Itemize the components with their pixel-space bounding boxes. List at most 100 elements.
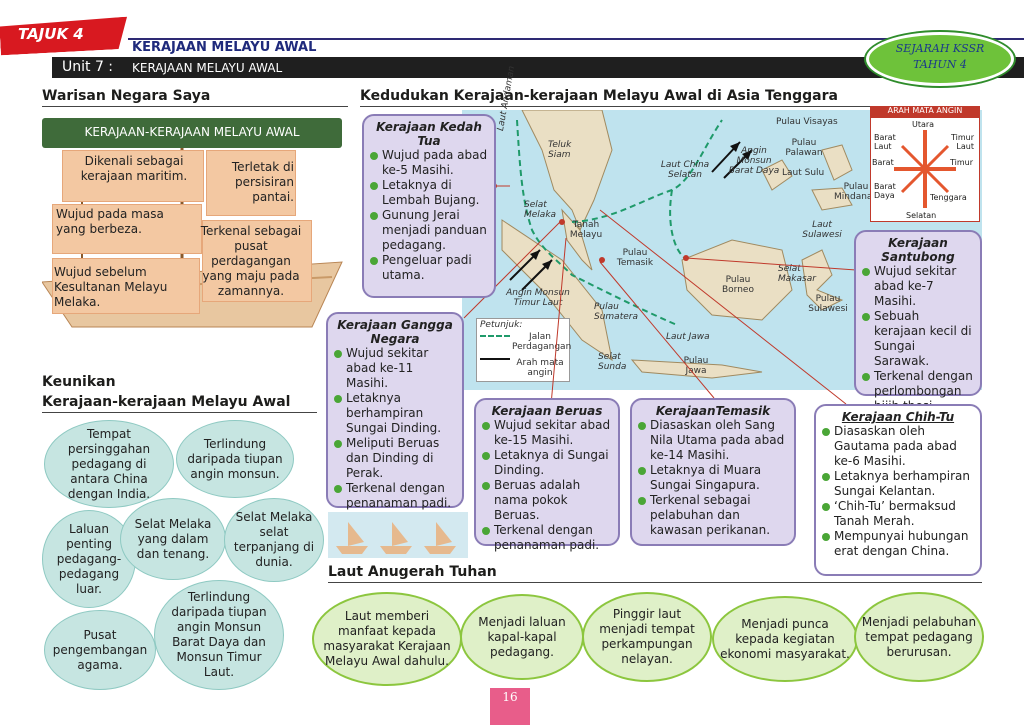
subject-badge-line2: TAHUN 4 <box>913 58 967 71</box>
kingdom-fact: Letaknya di Lembah Bujang. <box>370 178 488 208</box>
sail <box>52 258 200 314</box>
unique-bubble: Selat Melaka selat terpanjang di dunia. <box>224 498 324 582</box>
kingdom-card-kedah: Kerajaan Kedah Tua Wujud pada abad ke-5 … <box>362 114 496 298</box>
ships-strip <box>328 512 468 558</box>
unique-bubble: Pusat pengembangan agama. <box>44 610 156 690</box>
compass-title: ARAH MATA ANGIN <box>870 106 980 118</box>
page-number-box <box>490 688 530 725</box>
title-bar <box>128 38 1024 57</box>
sail <box>52 204 202 254</box>
map-label: Selat Makasar <box>778 264 816 284</box>
map-label: Angin Monsun Barat Daya <box>728 146 780 176</box>
kingdom-fact: Terkenal sebagai pelabuhan dan kawasan p… <box>638 493 788 538</box>
compass-e: Timur <box>950 158 974 167</box>
wind-arrow-legend-icon <box>480 358 510 360</box>
kingdom-title: Kerajaan Santubong <box>881 236 955 264</box>
map-label: Laut Sulawesi <box>802 220 842 240</box>
kingdom-fact: Wujud sekitar abad ke-7 Masihi. <box>862 264 974 309</box>
map-label: Teluk Siam <box>548 140 572 160</box>
kingdom-card-gangga: Kerajaan Gangga Negara Wujud sekitar aba… <box>326 312 464 511</box>
map-label: Pulau Mindanao <box>834 182 878 202</box>
sail-text: Wujud sebelum Kesultanan Melayu Melaka. <box>54 265 168 309</box>
sail <box>202 220 312 302</box>
sea-benefit: Laut memberi manfaat kepada masyarakat K… <box>312 592 462 686</box>
map-label: Selat Melaka <box>524 200 557 220</box>
kingdom-card-chihtu: Kerajaan Chih-Tu Diasaskan oleh Gautama … <box>814 404 982 576</box>
kingdom-fact: Letaknya berhampiran Sungai Kelantan. <box>822 469 974 499</box>
kingdom-title: KerajaanTemasik <box>655 404 771 418</box>
map-label: Pulau Sumatera <box>594 302 638 322</box>
kingdom-fact: Letaknya berhampiran Sungai Dinding. <box>334 391 456 436</box>
section-heading-keunikan-2: Kerajaan-kerajaan Melayu Awal <box>42 394 291 410</box>
kingdom-fact: Terkenal dengan penanaman padi. <box>482 523 612 553</box>
map-label: Pulau Sulawesi <box>808 294 848 314</box>
unit-title: KERAJAAN MELAYU AWAL <box>132 61 283 75</box>
map-label: Pulau Borneo <box>722 275 754 295</box>
map-label: Laut Jawa <box>666 332 710 342</box>
kingdom-fact: Letaknya di Muara Sungai Singapura. <box>638 463 788 493</box>
compass-star-icon <box>894 130 956 208</box>
map-label: Pulau Palawan <box>785 138 823 158</box>
kingdom-fact: Letaknya di Sungai Dinding. <box>482 448 612 478</box>
divider <box>328 582 982 583</box>
kingdom-fact: Wujud sekitar abad ke-11 Masihi. <box>334 346 456 391</box>
subject-badge-line1: SEJARAH KSSR <box>895 42 985 55</box>
sail-text: Wujud pada masa yang berbeza. <box>56 207 164 236</box>
map-label: Pulau Temasik <box>616 248 654 268</box>
kingdom-card-temasik: KerajaanTemasik Diasaskan oleh Sang Nila… <box>630 398 796 546</box>
banner <box>42 118 342 148</box>
sea-benefit: Menjadi pelabuhan tempat pedagang beruru… <box>854 592 984 682</box>
kingdom-fact: ‘Chih-Tu’ bermaksud Tanah Merah. <box>822 499 974 529</box>
kingdom-fact: Diasaskan oleh Sang Nila Utama pada abad… <box>638 418 788 463</box>
kingdom-fact: Meliputi Beruas dan Dinding di Perak. <box>334 436 456 481</box>
divider <box>42 412 317 413</box>
kingdom-fact: Gunung Jerai menjadi panduan pedagang. <box>370 208 488 253</box>
subject-badge <box>866 32 1014 86</box>
legend-title: Petunjuk: <box>480 320 523 330</box>
section-heading-map: Kedudukan Kerajaan-kerajaan Melayu Awal … <box>360 88 838 104</box>
section-heading-warisan: Warisan Negara Saya <box>42 88 211 104</box>
map-label: Pulau Jawa <box>683 356 709 376</box>
page-number: 16 <box>502 690 518 704</box>
sail-text: Terletak di persisiran pantai. <box>231 160 294 204</box>
map-label: Tanah Melayu <box>569 220 603 240</box>
unit-bar <box>52 57 1024 78</box>
compass-ne: Timur Laut <box>950 133 974 151</box>
kingdom-fact: Beruas adalah nama pokok Beruas. <box>482 478 612 523</box>
unique-bubble: Laluan penting pedagang-pedagang luar. <box>42 510 136 608</box>
divider <box>360 106 980 107</box>
compass-sw: Barat Daya <box>874 182 896 200</box>
map-label: Laut Sulu <box>782 168 825 178</box>
section-heading-laut: Laut Anugerah Tuhan <box>328 564 497 580</box>
sail <box>206 150 296 216</box>
kingdom-title: Kerajaan Gangga Negara <box>337 318 453 346</box>
compass-w: Barat <box>872 158 894 167</box>
kingdom-fact: Sebuah kerajaan kecil di Sungai Sarawak. <box>862 309 974 369</box>
map-label: Laut China Selatan <box>660 160 710 180</box>
compass-se: Tenggara <box>930 193 967 202</box>
kingdom-title: Kerajaan Chih-Tu <box>841 410 955 424</box>
kingdom-fact: Wujud sekitar abad ke-15 Masihi. <box>482 418 612 448</box>
compass-nw: Barat Laut <box>874 133 896 151</box>
kingdom-fact: Pengeluar padi utama. <box>370 253 488 283</box>
sea-benefit: Pinggir laut menjadi tempat perkampungan… <box>582 592 712 682</box>
trade-route-legend-icon <box>480 335 510 337</box>
legend-item: Arah mata angin <box>516 358 564 378</box>
kingdom-fact: Diasaskan oleh Gautama pada abad ke-6 Ma… <box>822 424 974 469</box>
section-heading-keunikan: Keunikan <box>42 374 116 390</box>
map-label: Pulau Visayas <box>776 117 838 127</box>
sail-text: Terkenal sebagai pusat perdagangan yang … <box>200 224 302 298</box>
legend-item: Jalan Perdagangan <box>512 332 572 352</box>
banner-text: KERAJAAN-KERAJAAN MELAYU AWAL <box>84 125 300 139</box>
kingdom-card-santubong: Kerajaan Santubong Wujud sekitar abad ke… <box>854 230 982 413</box>
unit-label: Unit 7 : <box>62 59 114 75</box>
kingdom-card-beruas: Kerajaan Beruas Wujud sekitar abad ke-15… <box>474 398 620 552</box>
kingdom-fact: Terkenal dengan penanaman padi. <box>334 481 456 511</box>
sail-text: Dikenali sebagai kerajaan maritim. <box>80 154 188 183</box>
sail <box>62 150 204 202</box>
unique-bubble: Selat Melaka yang dalam dan tenang. <box>120 498 226 580</box>
unique-bubble: Terlindung daripada tiupan angin monsun. <box>176 420 294 498</box>
divider <box>42 106 348 107</box>
kingdom-title: Kerajaan Kedah Tua <box>376 120 482 148</box>
